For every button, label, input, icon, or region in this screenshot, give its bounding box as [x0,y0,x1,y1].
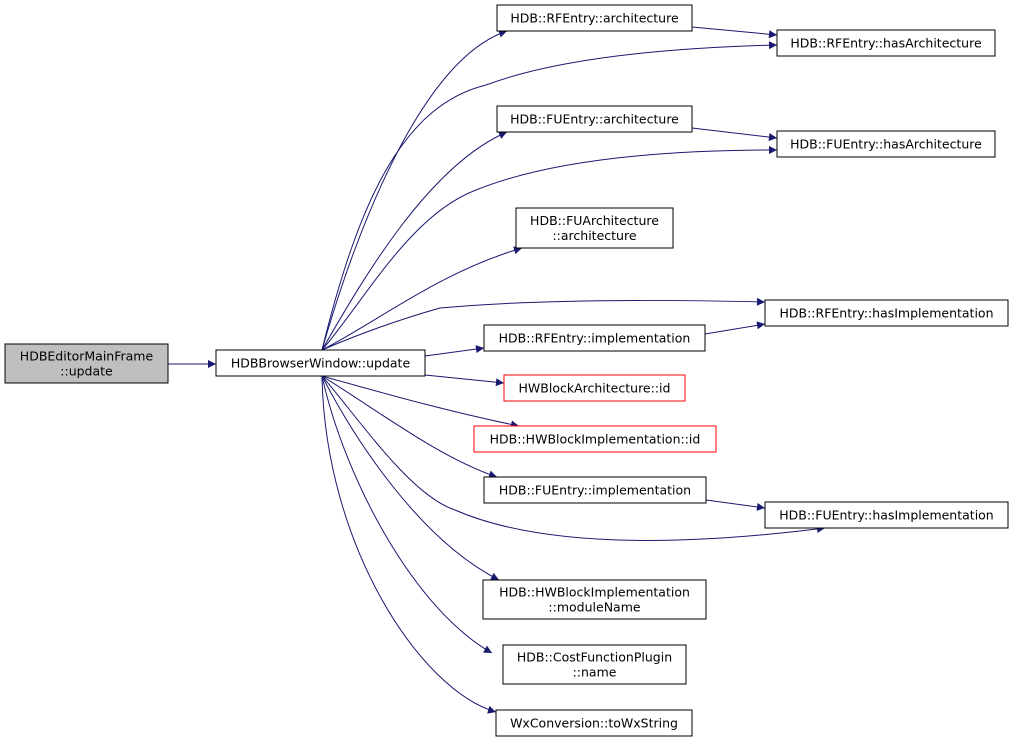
edge-line [321,246,523,351]
node-label-line: HDB::FUEntry::hasArchitecture [790,137,982,152]
node-label-line: HDB::HWBlockImplementation [499,585,690,600]
node-label-line: HDB::CostFunctionPlugin [517,650,672,665]
edge-line [321,297,766,351]
edge-fu_impl-to-fu_hasimpl [705,499,766,511]
node-hwbi-id[interactable]: HDB::HWBlockImplementation::id [473,425,717,453]
node-box[interactable] [503,374,686,402]
edge-line [321,146,778,351]
node-label-line: HDB::FUEntry::hasImplementation [779,508,993,523]
node-label-line: HDBEditorMainFrame [20,349,154,364]
edge-line [691,127,778,142]
node-box[interactable] [496,105,693,133]
node-box[interactable] [502,644,687,685]
node-label-line: HWBlockArchitecture::id [519,381,671,396]
node-box[interactable] [496,4,693,32]
edge-line [321,131,508,351]
edge-line [705,499,766,511]
node-rf-hasarch[interactable]: HDB::RFEntry::hasArchitecture [776,29,996,57]
edge-line [321,375,498,479]
node-label-line: HDB::RFEntry::architecture [510,11,679,26]
function-nodes: HDBEditorMainFrame::update HDBBrowserWind… [4,4,1009,737]
node-wx[interactable]: WxConversion::toWxString [495,709,693,737]
node-rf-hasimpl[interactable]: HDB::RFEntry::hasImplementation [764,299,1009,327]
edge-browser-to-hwba_id [424,374,505,387]
node-label-line: HDB::FUEntry::architecture [510,112,679,127]
node-label-line: ::name [573,665,617,680]
edge-line [321,375,493,654]
node-label-line: HDBBrowserWindow::update [231,356,411,371]
node-fu-hasimpl[interactable]: HDB::FUEntry::hasImplementation [764,501,1009,529]
edge-line [321,375,497,714]
edge-browser-to-fu_arch [321,131,508,351]
node-label-line: HDB::FUEntry::implementation [499,483,691,498]
node-box[interactable] [515,207,674,249]
node-label-line: WxConversion::toWxString [510,716,678,731]
edge-line [691,26,778,39]
edge-line [321,41,778,351]
edge-line [321,375,826,541]
edge-line [424,345,485,357]
edge-browser-to-fu_impl [321,375,498,479]
node-box[interactable] [776,130,996,158]
node-label-line: ::architecture [552,228,636,243]
node-label-line: HDB::RFEntry::hasImplementation [779,306,993,321]
node-hwbi-mod[interactable]: HDB::HWBlockImplementation::moduleName [482,579,707,620]
node-root[interactable]: HDBEditorMainFrame::update [4,343,169,384]
node-label-line: HDB::FUArchitecture [530,213,659,228]
node-box[interactable] [764,299,1009,327]
edge-browser-to-cost_name [321,375,493,654]
node-fuarch-arch[interactable]: HDB::FUArchitecture::architecture [515,207,674,249]
edge-browser-to-hwbi_id [321,375,520,429]
edge-browser-to-hwbi_mod [321,375,500,581]
node-box[interactable] [215,349,426,377]
edge-browser-to-rf_hasarch [321,41,778,351]
node-cost-name[interactable]: HDB::CostFunctionPlugin::name [502,644,687,685]
node-box[interactable] [483,476,707,504]
node-rf-impl[interactable]: HDB::RFEntry::implementation [483,324,706,352]
node-box[interactable] [764,501,1009,529]
node-label-line: HDB::RFEntry::implementation [499,331,691,346]
node-rf-arch[interactable]: HDB::RFEntry::architecture [496,4,693,32]
node-label-line: HDB::RFEntry::hasArchitecture [790,36,982,51]
node-box[interactable] [482,579,707,620]
node-fu-impl[interactable]: HDB::FUEntry::implementation [483,476,707,504]
edge-browser-to-rf_hasimpl [321,297,766,351]
edge-rf_arch-to-rf_hasarch [691,26,778,39]
node-browser[interactable]: HDBBrowserWindow::update [215,349,426,377]
node-box[interactable] [483,324,706,352]
edge-line [321,375,500,581]
edge-rf_impl-to-rf_hasimpl [704,321,766,335]
node-label-line: ::update [60,364,113,379]
node-box[interactable] [776,29,996,57]
edge-fu_arch-to-fu_hasarch [691,127,778,142]
edge-browser-to-rf_impl [424,345,485,357]
edge-line [321,375,520,429]
edge-browser-to-wx [321,375,497,714]
edge-browser-to-fu_hasimpl [321,375,826,541]
node-box[interactable] [473,425,717,453]
edge-line [704,321,766,335]
node-hwba-id[interactable]: HWBlockArchitecture::id [503,374,686,402]
edge-line [424,374,505,387]
edge-line [321,29,508,351]
edge-browser-to-fu_hasarch [321,146,778,351]
node-fu-hasarch[interactable]: HDB::FUEntry::hasArchitecture [776,130,996,158]
node-box[interactable] [4,343,169,384]
call-edges [168,26,826,714]
node-label-line: ::moduleName [548,600,640,615]
edge-browser-to-fuarch_arch [321,246,523,351]
edge-browser-to-rf_arch [321,29,508,351]
node-fu-arch[interactable]: HDB::FUEntry::architecture [496,105,693,133]
node-box[interactable] [495,709,693,737]
node-label-line: HDB::HWBlockImplementation::id [490,432,701,447]
